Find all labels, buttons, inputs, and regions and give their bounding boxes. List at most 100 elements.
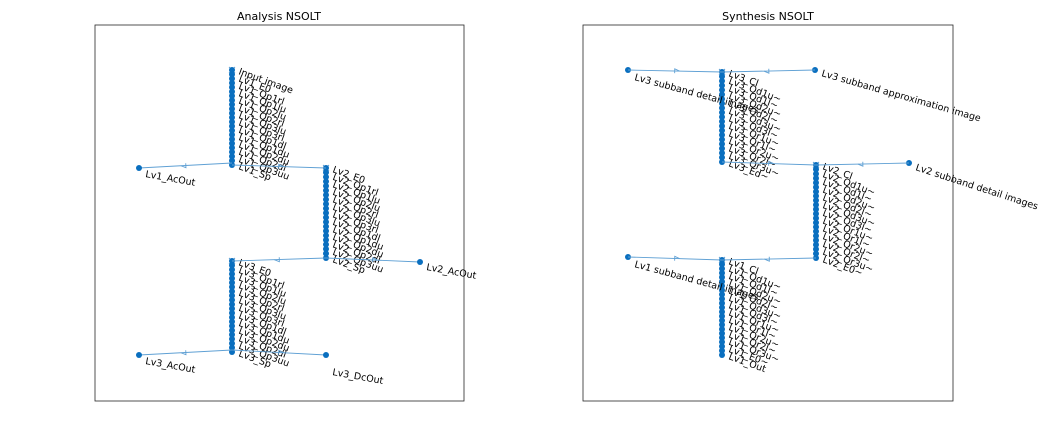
- synthesis-lv1-node: [719, 321, 725, 328]
- analysis-lv1-node: [229, 149, 235, 156]
- analysis-lv2-node: [323, 250, 329, 257]
- analysis-axes: [94, 24, 465, 402]
- synthesis-lv3-node: [719, 91, 725, 98]
- synthesis-lv3-node: [719, 118, 725, 125]
- synthesis-lv1-node: [719, 265, 725, 272]
- analysis-lv2-node: [323, 178, 329, 185]
- analysis-lv2-node: [323, 232, 329, 239]
- synthesis-lv1-node: [719, 339, 725, 346]
- analysis-lv3-node: [229, 344, 235, 351]
- analysis-lv2-node: [323, 237, 329, 243]
- analysis-edge-lv1-lv2-arrow: [278, 163, 284, 169]
- synthesis-lv1-node: [719, 352, 725, 358]
- synthesis-lv2-node: [813, 193, 819, 199]
- synthesis-lv2-node: [813, 175, 819, 182]
- analysis-lv2-node: [323, 219, 329, 225]
- synthesis-lv3-node: [719, 141, 725, 147]
- analysis-lv3-node: [229, 266, 235, 273]
- analysis-lv3-node: [229, 297, 235, 303]
- analysis-lv2-node: [323, 187, 329, 194]
- analysis-lv3-node: [229, 271, 235, 277]
- analysis-lv3-node: [229, 314, 235, 321]
- analysis-lv2-node: [323, 174, 329, 180]
- analysis-lv3-node: [229, 284, 235, 290]
- synthesis-lv1-node: [719, 313, 725, 320]
- synthesis-lv2-node: [813, 184, 819, 191]
- analysis-lv1-node: [229, 118, 235, 125]
- analysis-edge-lv1-ac-arrow: [180, 163, 187, 169]
- analysis-lv2-node: [323, 192, 329, 198]
- analysis-lv3-node: [229, 262, 235, 269]
- analysis-lv2-node: [323, 210, 329, 216]
- synthesis-lv1-node: [719, 347, 725, 354]
- synthesis-lv3-node: [719, 136, 725, 143]
- synthesis-lv2-node: [813, 179, 819, 186]
- analysis-lv1-node: [229, 105, 235, 112]
- synthesis-panel: Synthesis NSOLT Lv3_ClLv3_Qd1u~Lv3_Qd1l~…: [582, 10, 1039, 402]
- analysis-graph: Input imageLv1_E0Lv1_Qp1rlLv1_Qp1luLv1_Q…: [136, 66, 477, 387]
- synthesis-lv1-node: [719, 304, 725, 311]
- analysis-lv1-node: [229, 136, 235, 143]
- analysis-lv2-node: [323, 196, 329, 203]
- analysis-lv3-node: [229, 288, 235, 295]
- analysis-lv3-node: [229, 318, 235, 325]
- analysis-lv1-node: [229, 101, 235, 108]
- synthesis-lv3-node: [719, 145, 725, 152]
- analysis-lv1-node: [229, 110, 235, 117]
- analysis-lv3-node: [229, 331, 235, 338]
- analysis-lv1-node: [229, 97, 235, 104]
- synthesis-lv2-node: [813, 246, 819, 253]
- analysis-lv2-node: [323, 169, 329, 176]
- analysis-lv3-node: [229, 292, 235, 299]
- synthesis-lv3-node: [719, 132, 725, 138]
- analysis-node-lv3-acout: [136, 352, 142, 358]
- analysis-edge-lv3-ac-arrow: [180, 350, 187, 356]
- analysis-lv3-node: [229, 323, 235, 329]
- synthesis-lv2-node: [813, 250, 819, 257]
- synthesis-lv3-node: [719, 82, 725, 89]
- synthesis-lv1-node: [719, 291, 725, 298]
- synthesis-lv2-node: [813, 232, 819, 239]
- analysis-lv1-node: [229, 131, 235, 138]
- synthesis-axes: [582, 24, 954, 402]
- synthesis-title: Synthesis NSOLT: [722, 10, 814, 23]
- analysis-lv1-node: [229, 79, 235, 86]
- analysis-edge-lv2-lv3-arrow: [274, 257, 280, 263]
- analysis-node-lv2-acout: [417, 259, 423, 265]
- synthesis-lv3-node: [719, 123, 725, 129]
- synthesis-lv2-node: [813, 237, 819, 244]
- synthesis-lv2-node: [813, 166, 819, 173]
- analysis-edge-lv3-dc-arrow: [278, 349, 284, 355]
- analysis-node-lv1-acout: [136, 165, 142, 171]
- synthesis-lv3-node: [719, 96, 725, 102]
- analysis-lv1-node: [229, 71, 235, 78]
- synthesis-edge-lv3-approx-arrow: [763, 68, 770, 74]
- synthesis-lv1-node: [719, 261, 725, 268]
- synthesis-lv1-node: [719, 278, 725, 285]
- analysis-lv1-node: [229, 140, 235, 147]
- synthesis-lv3-node: [719, 109, 725, 116]
- analysis-lv1-node: [229, 88, 235, 95]
- synthesis-lv1-node: [719, 308, 725, 315]
- analysis-edge-lv2-ac-arrow: [372, 257, 378, 263]
- synthesis-edge-lv2-lv1-arrow: [764, 256, 770, 262]
- synthesis-lv2-node: [813, 188, 819, 195]
- analysis-lv1-node: [229, 127, 235, 134]
- synthesis-lv3-node: [719, 105, 725, 111]
- synthesis-lv1-node: [719, 343, 725, 350]
- synthesis-lv1-node: [719, 300, 725, 307]
- analysis-title: Analysis NSOLT: [237, 10, 321, 23]
- synthesis-lv2-node: [813, 215, 819, 222]
- synthesis-edge-lv1-detail-arrow: [674, 255, 680, 261]
- synthesis-lv3-node: [719, 78, 725, 84]
- synthesis-edge-lv3-detail-arrow: [674, 68, 680, 74]
- synthesis-lv1-node: [719, 334, 725, 341]
- synthesis-lv1-node: [719, 282, 725, 289]
- analysis-lv3-node: [229, 301, 235, 308]
- analysis-lv3-node: [229, 340, 235, 347]
- synthesis-lv1-node: [719, 326, 725, 333]
- analysis-lv2-node: [323, 246, 329, 252]
- synthesis-lv1-node: [719, 274, 725, 281]
- synthesis-lv2-node: [813, 197, 819, 204]
